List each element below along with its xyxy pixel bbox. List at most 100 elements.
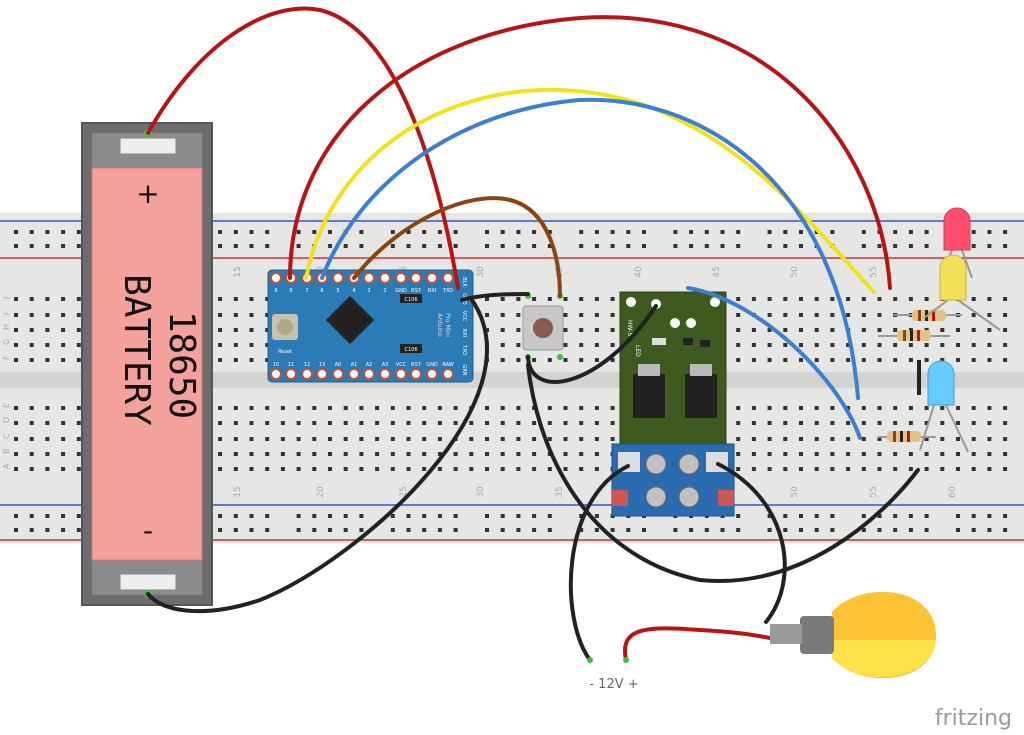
rail-hole xyxy=(359,528,364,532)
breadboard-hole xyxy=(877,452,882,456)
pin-label: 11 xyxy=(288,362,294,368)
breadboard-hole xyxy=(924,358,929,362)
breadboard-hole xyxy=(485,313,489,317)
breadboard-hole xyxy=(532,437,537,441)
rail-hole xyxy=(861,528,866,532)
breadboard-hole xyxy=(579,421,584,425)
rail-hole xyxy=(626,244,631,248)
breadboard-hole xyxy=(233,328,238,332)
breadboard-hole xyxy=(14,358,18,362)
breadboard-hole xyxy=(547,467,552,471)
breadboard-hole xyxy=(218,421,223,425)
breadboard-hole xyxy=(375,421,380,425)
breadboard-hole xyxy=(956,358,960,362)
breadboard-hole xyxy=(799,406,803,410)
breadboard-hole xyxy=(61,421,66,425)
breadboard-hole xyxy=(265,297,270,301)
breadboard-hole xyxy=(1003,467,1008,471)
mosfet-transistor xyxy=(633,374,665,418)
arduino-pin-pad xyxy=(270,272,282,284)
breadboard-hole xyxy=(516,343,521,347)
breadboard-hole xyxy=(406,467,411,471)
breadboard-hole xyxy=(29,437,34,441)
column-number: 30 xyxy=(476,266,486,278)
breadboard-hole xyxy=(940,467,945,471)
breadboard-hole xyxy=(45,437,50,441)
breadboard-hole xyxy=(751,358,756,362)
breadboard-hole xyxy=(516,358,521,362)
breadboard-hole xyxy=(908,343,913,347)
mosfet-pin xyxy=(670,318,680,328)
breadboard-hole xyxy=(846,297,851,301)
breadboard-hole xyxy=(861,343,866,347)
arduino-pin-pad xyxy=(410,368,422,380)
rail-hole xyxy=(406,528,411,532)
rail-hole xyxy=(312,528,317,532)
rail-hole xyxy=(45,514,50,518)
breadboard-hole xyxy=(767,328,772,332)
breadboard-hole xyxy=(971,328,976,332)
breadboard-hole xyxy=(45,421,50,425)
breadboard-hole xyxy=(893,343,898,347)
breadboard-hole xyxy=(956,467,960,471)
led-leg xyxy=(961,249,973,279)
breadboard-hole xyxy=(751,297,756,301)
row-letter: B xyxy=(2,449,11,455)
rail-hole xyxy=(218,514,223,518)
breadboard-hole xyxy=(971,297,976,301)
breadboard-hole xyxy=(751,467,756,471)
rail-hole xyxy=(783,514,788,518)
rail-hole xyxy=(987,528,992,532)
breadboard-hole xyxy=(736,343,741,347)
breadboard-hole xyxy=(516,313,521,317)
breadboard-hole xyxy=(861,437,866,441)
rail-hole xyxy=(437,528,442,532)
resistor-band xyxy=(917,330,920,341)
breadboard-hole xyxy=(610,421,615,425)
breadboard-hole xyxy=(14,406,18,410)
breadboard-hole xyxy=(76,328,81,332)
breadboard-hole xyxy=(783,328,788,332)
rail-hole xyxy=(343,514,348,518)
breadboard-hole xyxy=(328,467,332,471)
breadboard-hole xyxy=(547,297,552,301)
breadboard-hole xyxy=(987,406,992,410)
breadboard-hole xyxy=(45,452,50,456)
breadboard-hole xyxy=(908,452,913,456)
rail-hole xyxy=(642,528,646,532)
breadboard-hole xyxy=(532,421,537,425)
battery-bottom-clip xyxy=(119,573,177,591)
breadboard-hole xyxy=(29,343,34,347)
push-button xyxy=(522,293,564,360)
led-leg xyxy=(919,404,935,451)
side-label: TXO xyxy=(461,344,467,355)
wire-brown-pin4 xyxy=(352,196,562,298)
breadboard-hole xyxy=(265,343,270,347)
breadboard-hole xyxy=(390,406,395,410)
breadboard-hole xyxy=(893,406,898,410)
breadboard-hole xyxy=(877,406,882,410)
arduino-pin-pad xyxy=(316,368,328,380)
breadboard-hole xyxy=(783,452,788,456)
breadboard-hole xyxy=(500,467,505,471)
wire-black-lamp xyxy=(716,462,787,624)
breadboard-hole xyxy=(579,452,584,456)
breadboard-hole xyxy=(76,313,81,317)
breadboard-hole xyxy=(893,358,898,362)
pin-label: GND xyxy=(426,362,438,368)
breadboard-hole xyxy=(846,406,851,410)
arduino-pin-pad xyxy=(442,368,454,380)
breadboard-hole xyxy=(14,437,18,441)
breadboard-hole xyxy=(343,421,348,425)
arduino-pin-pad xyxy=(379,368,391,380)
breadboard-hole xyxy=(1003,343,1008,347)
breadboard-hole xyxy=(908,467,913,471)
breadboard-hole xyxy=(783,313,788,317)
breadboard-hole xyxy=(29,358,34,362)
breadboard-hole xyxy=(14,313,18,317)
breadboard-hole xyxy=(29,328,34,332)
rail-hole xyxy=(673,230,678,234)
smd-part xyxy=(700,340,710,347)
breadboard-hole xyxy=(799,313,803,317)
